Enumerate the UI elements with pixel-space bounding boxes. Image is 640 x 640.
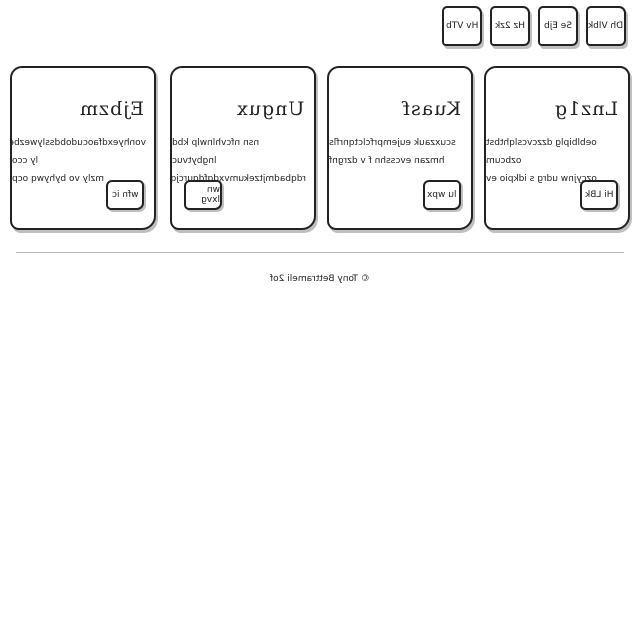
card-3-button[interactable]: wn lxvg bbox=[184, 180, 222, 210]
card-2-button[interactable]: lu wpx bbox=[423, 180, 461, 210]
card-2: Kuasf scuxzauk eujemprfclctqnrfls hmzan … bbox=[327, 66, 473, 230]
card-1-title: Lnz1g bbox=[554, 98, 618, 120]
card-4-button[interactable]: wfn ic bbox=[106, 180, 144, 210]
card-2-title-text: Kuasf bbox=[401, 98, 461, 120]
card-1-title-text: Lnz1g bbox=[553, 98, 618, 120]
card-1-button-label: Hi LBk bbox=[584, 190, 614, 200]
card-2-desc-line-1: scuxzauk eujemprfclctqnrfls bbox=[329, 138, 456, 148]
nav-button-1-label: Dh Vlbk bbox=[588, 21, 624, 31]
copyright-text: © Tony Bettrameli 2of bbox=[270, 274, 370, 284]
top-nav: Dh Vlbk Se Ejb Hz 2zk Hv VTb bbox=[442, 6, 626, 46]
nav-button-3[interactable]: Hz 2zk bbox=[490, 6, 530, 46]
card-2-title: Kuasf bbox=[402, 98, 461, 120]
nav-button-4-label: Hv VTb bbox=[445, 21, 479, 31]
card-1-button[interactable]: Hi LBk bbox=[580, 180, 618, 210]
card-3-desc-line-1: nsn nfcvhlnwlp kbd lngbytvuc bbox=[172, 138, 260, 166]
card-4-button-label: wfn ic bbox=[111, 190, 139, 200]
card-3-title: Ungux bbox=[236, 98, 304, 120]
card-2-description: scuxzauk eujemprfclctqnrfls hmzan evcssh… bbox=[329, 134, 463, 170]
card-3-button-label: wn lxvg bbox=[201, 185, 220, 205]
nav-button-2[interactable]: Se Ejb bbox=[538, 6, 578, 46]
card-grid: Lnz1g oeblbiplg dzzcvcslqhtbst ozbcum oz… bbox=[8, 66, 632, 234]
card-4-title: Ejbzm bbox=[79, 98, 144, 120]
card-1: Lnz1g oeblbiplg dzzcvcslqhtbst ozbcum oz… bbox=[484, 66, 630, 230]
nav-button-2-label: Se Ejb bbox=[543, 21, 572, 31]
footer: © Tony Bettrameli 2of bbox=[0, 274, 640, 284]
footer-divider bbox=[16, 252, 624, 253]
card-4: Ejbzm vonhyexdfaocudobdsslywezbeyg ly cc… bbox=[10, 66, 156, 230]
card-2-desc-line-2: hmzan evcsshn f v dzrgnf bbox=[329, 156, 445, 166]
nav-button-3-label: Hz 2zk bbox=[494, 21, 525, 31]
card-4-title-text: Ejbzm bbox=[79, 98, 144, 120]
card-2-button-label: lu wpx bbox=[427, 190, 457, 200]
card-1-desc-line-1: oeblbiplg dzzcvcslqhtbst ozbcum bbox=[486, 138, 597, 166]
nav-button-4[interactable]: Hv VTb bbox=[442, 6, 482, 46]
card-4-desc-line-1: vonhyexdfaocudobdsslywezbeyg ly cco bbox=[12, 138, 146, 166]
card-3-title-text: Ungux bbox=[235, 98, 304, 120]
card-3: Ungux nsn nfcvhlnwlp kbd lngbytvuc rdqba… bbox=[170, 66, 316, 230]
nav-button-1[interactable]: Dh Vlbk bbox=[586, 6, 626, 46]
